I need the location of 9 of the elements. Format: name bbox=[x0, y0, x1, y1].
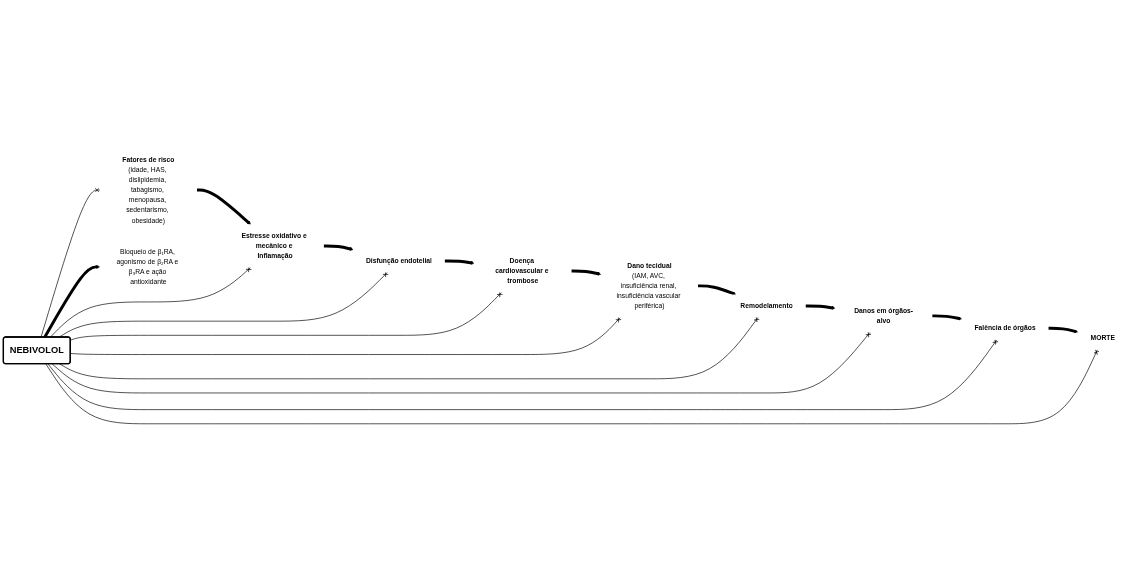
arrow bbox=[698, 284, 737, 296]
arrow bbox=[571, 269, 602, 276]
arrow bbox=[932, 314, 962, 321]
arrow bbox=[196, 188, 251, 225]
arrow bbox=[805, 304, 836, 310]
arrow bbox=[323, 244, 354, 251]
arrow bbox=[43, 265, 100, 338]
arrow bbox=[444, 259, 475, 265]
arrow bbox=[1048, 326, 1079, 334]
